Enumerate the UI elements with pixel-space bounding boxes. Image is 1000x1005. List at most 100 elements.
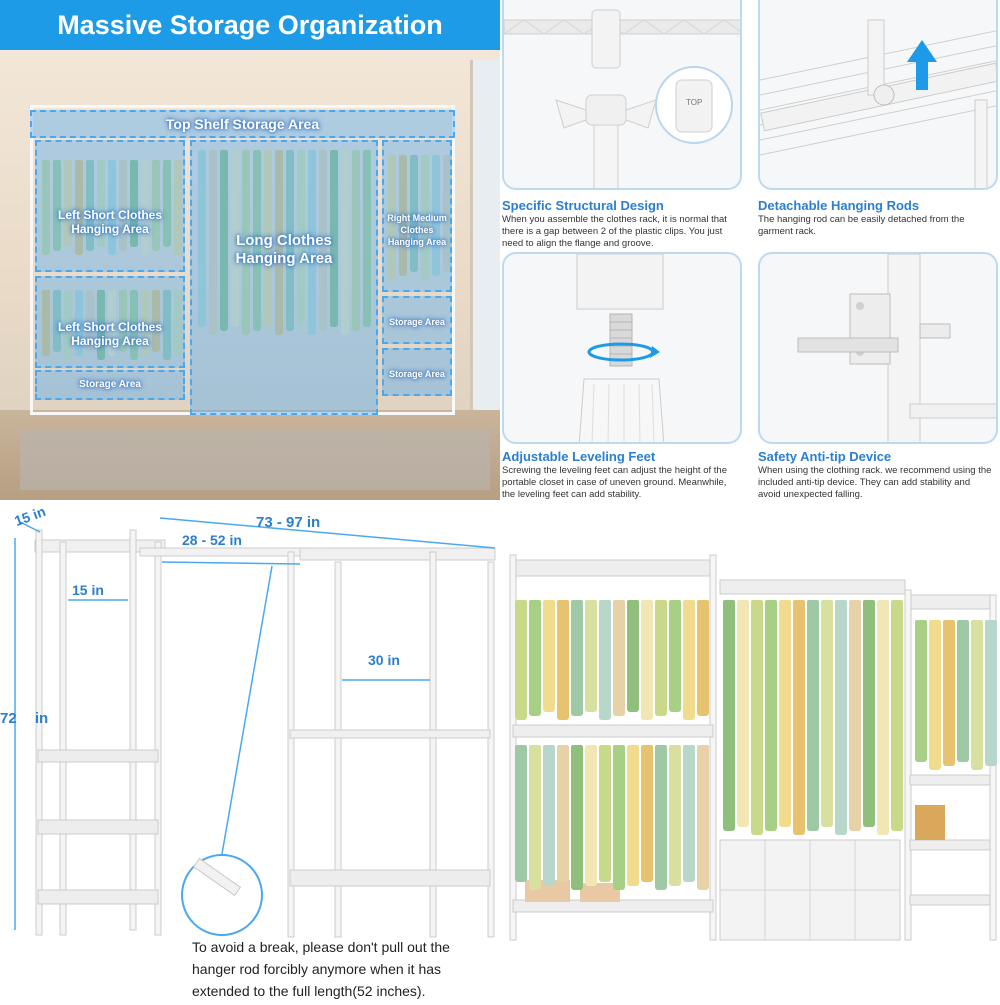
garment — [75, 290, 83, 356]
garment — [152, 290, 160, 352]
garment — [985, 620, 997, 766]
garment — [198, 150, 206, 327]
garment — [163, 290, 171, 360]
garment — [669, 745, 681, 886]
storage-hero-image: Top Shelf Storage Area Left Short Clothe… — [0, 0, 500, 500]
garment — [613, 745, 625, 890]
garment — [97, 290, 105, 360]
garment — [641, 745, 653, 882]
garment — [697, 745, 709, 890]
left-short-label-1: Left Short Clothes Hanging Area — [58, 208, 162, 236]
garment — [613, 600, 625, 716]
feature-title-structural: Specific Structural Design — [502, 198, 664, 213]
garment — [130, 290, 138, 360]
rug — [20, 430, 490, 490]
garment — [97, 160, 105, 247]
garment — [627, 745, 639, 886]
hanging-rod-photo — [758, 0, 998, 190]
garment — [529, 600, 541, 716]
garment — [863, 600, 875, 827]
garment — [543, 745, 555, 886]
garment — [432, 155, 440, 276]
garment — [86, 290, 94, 352]
garment — [141, 160, 149, 255]
garment — [849, 600, 861, 831]
garment — [529, 745, 541, 890]
garment — [891, 600, 903, 831]
structural-design-photo: TOP — [502, 0, 742, 190]
garment — [388, 155, 396, 280]
garment — [421, 155, 429, 280]
garment — [585, 600, 597, 712]
right-medium-zone: Right Medium Clothes Hanging Area — [382, 140, 452, 292]
garment — [108, 290, 116, 356]
garment — [571, 745, 583, 890]
garment — [683, 745, 695, 882]
height-label: 72 in — [0, 710, 49, 727]
garment — [915, 620, 927, 762]
feature-title-rods: Detachable Hanging Rods — [758, 198, 920, 213]
garment — [308, 150, 316, 335]
left-short-label-2: Left Short Clothes Hanging Area — [58, 320, 162, 348]
feature-text-rods: The hanging rod can be easily detached f… — [758, 214, 965, 237]
feature-title-antitip: Safety Anti-tip Device — [758, 449, 892, 464]
garment — [141, 290, 149, 356]
right-medium-label: Right Medium Clothes Hanging Area — [387, 213, 447, 247]
garment — [807, 600, 819, 831]
garment — [231, 150, 239, 327]
garment — [557, 745, 569, 882]
garment — [599, 745, 611, 882]
garment — [152, 160, 160, 251]
garment — [515, 600, 527, 720]
garment — [515, 745, 527, 882]
top-shelf-zone: Top Shelf Storage Area — [30, 110, 455, 138]
garment — [585, 745, 597, 886]
right-width-label: 30 in — [368, 652, 400, 668]
garment — [220, 150, 228, 331]
garment — [209, 150, 217, 335]
garment — [341, 150, 349, 335]
garment — [130, 160, 138, 247]
feature-text-structural: When you assemble the clothes rack, it i… — [502, 214, 727, 249]
garment — [119, 290, 127, 352]
garment — [399, 155, 407, 276]
hanging-rod-illustration — [760, 19, 996, 188]
garment — [641, 600, 653, 720]
garment — [64, 290, 72, 360]
storage-right-zone-2: Storage Area — [382, 348, 452, 396]
storage-right-label-2: Storage Area — [389, 369, 445, 379]
left-short-zone-1: Left Short Clothes Hanging Area — [35, 140, 185, 272]
garment — [737, 600, 749, 827]
top-badge: TOP — [686, 98, 703, 107]
structural-clip-illustration — [504, 9, 740, 188]
storage-right-zone-1: Storage Area — [382, 296, 452, 344]
garment — [697, 600, 709, 716]
anti-tip-illustration — [797, 254, 996, 442]
garment — [297, 150, 305, 327]
garment — [42, 290, 50, 356]
storage-right-label-1: Storage Area — [389, 317, 445, 327]
window — [470, 60, 500, 410]
garment — [835, 600, 847, 835]
left-width-label: 15 in — [72, 582, 104, 598]
garment — [174, 160, 182, 255]
garment — [42, 160, 50, 255]
rod-width-label: 28 - 52 in — [182, 532, 242, 548]
title-banner — [0, 0, 500, 50]
garment — [174, 290, 182, 356]
garment — [275, 150, 283, 335]
storage-left-zone: Storage Area — [35, 370, 185, 400]
feature-title-feet: Adjustable Leveling Feet — [502, 449, 656, 464]
garment — [264, 150, 272, 327]
garment — [571, 600, 583, 716]
garment — [64, 160, 72, 247]
garment — [557, 600, 569, 720]
total-width-label: 73 - 97 in — [256, 514, 321, 531]
garment — [286, 150, 294, 331]
garment — [363, 150, 371, 327]
dimensions-diagram: 15 in 73 - 97 in 28 - 52 in 15 in 72 in … — [0, 500, 510, 1000]
anti-tip-photo — [758, 252, 998, 444]
garment — [655, 745, 667, 890]
leveling-feet-illustration — [576, 254, 665, 442]
left-short-zone-2: Left Short Clothes Hanging Area — [35, 276, 185, 368]
